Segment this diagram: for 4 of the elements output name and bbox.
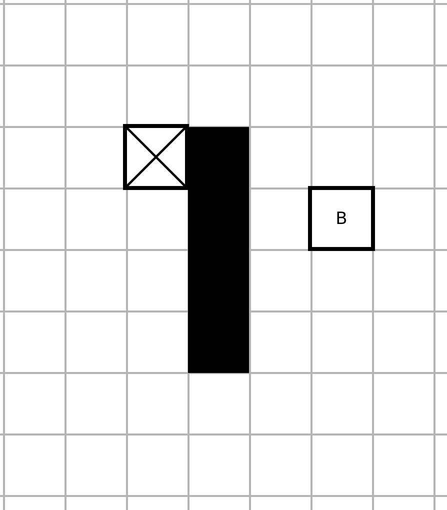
letter-box	[308, 186, 375, 251]
crossed-box	[123, 124, 189, 190]
box-letter: B	[336, 208, 348, 228]
filled-bar	[188, 127, 249, 373]
